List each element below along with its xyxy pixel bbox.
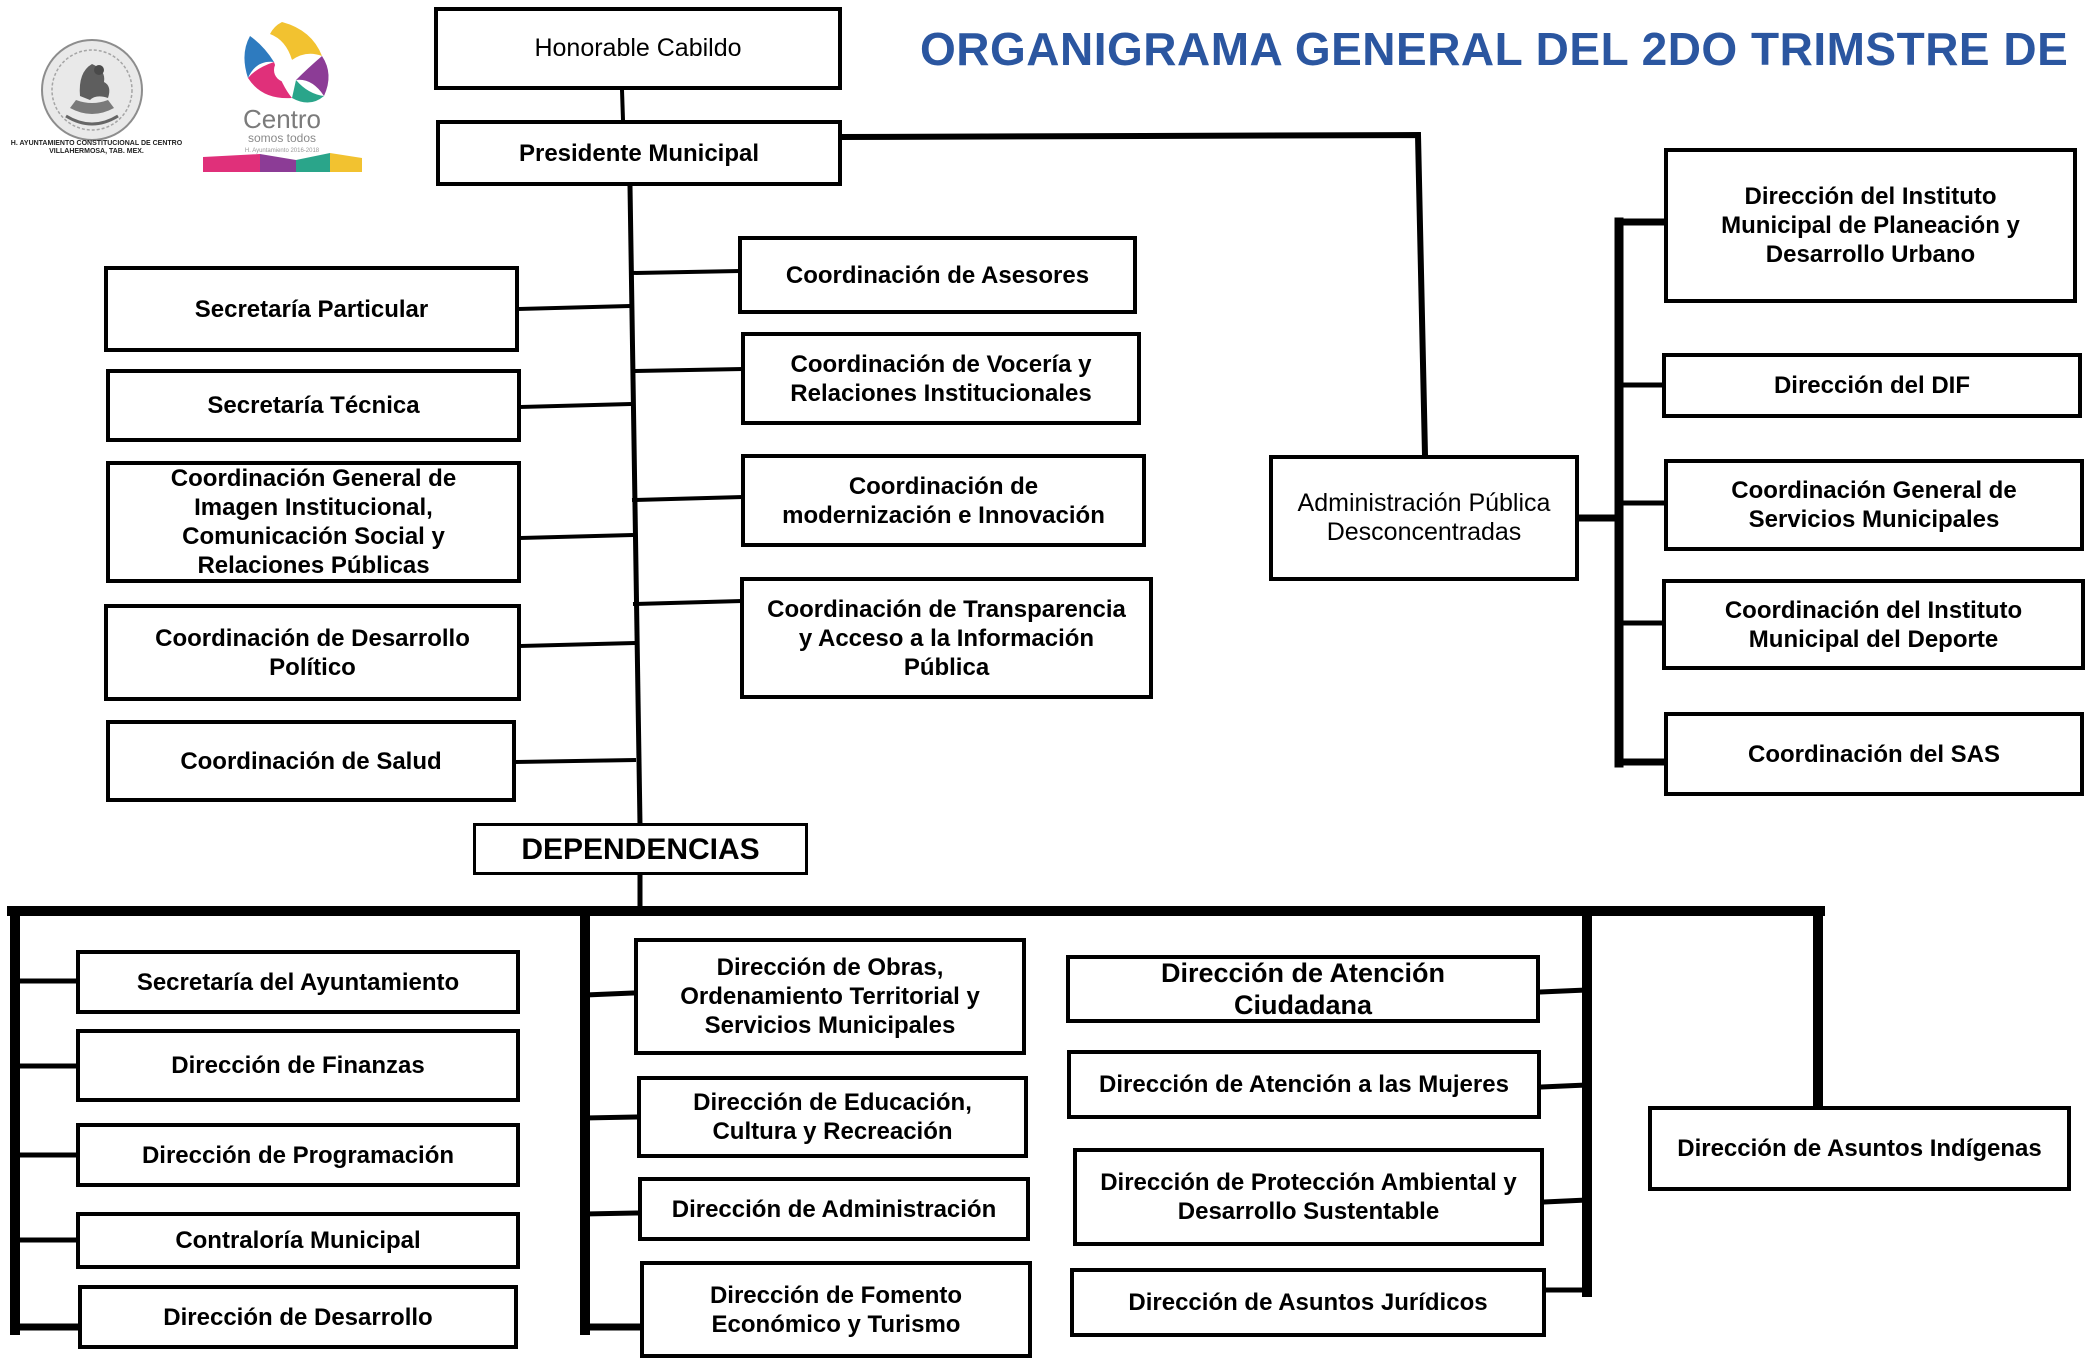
connector-g2-2 [582, 1114, 640, 1121]
node-coord-modernizacion: Coordinación de modernización e Innovaci… [741, 454, 1146, 547]
node-label: Secretaría del Ayuntamiento [136, 968, 460, 996]
node-coord-sas: Coordinación del SAS [1664, 712, 2084, 796]
node-direccion-educacion: Dirección de Educación, Cultura y Recrea… [637, 1076, 1028, 1158]
connector-left-5 [513, 757, 637, 765]
node-direccion-administracion: Dirección de Administración [638, 1177, 1030, 1241]
node-coord-instituto-deporte: Coordinación del Instituto Municipal del… [1662, 579, 2085, 670]
node-label: Presidente Municipal [518, 139, 760, 167]
node-direccion-obras: Dirección de Obras, Ordenamiento Territo… [634, 938, 1026, 1055]
connector-center-3 [631, 494, 744, 503]
node-coord-transparencia: Coordinación de Transparencia y Acceso a… [740, 577, 1153, 699]
node-label: Dirección de Atención Ciudadana [1160, 958, 1446, 1020]
connector-main-trunk [627, 183, 643, 828]
node-label: Coordinación de Desarrollo Político [155, 624, 470, 681]
node-label: Dirección de Educación, Cultura y Recrea… [693, 1089, 972, 1145]
node-coord-imagen-institucional: Coordinación General de Imagen Instituci… [106, 461, 521, 583]
node-secretaria-particular: Secretaría Particular [104, 266, 519, 352]
node-label: Secretaría Técnica [207, 392, 420, 419]
node-dependencias: DEPENDENCIAS [473, 823, 808, 875]
node-label: Contraloría Municipal [175, 1227, 421, 1254]
logo-period: H. Ayuntamiento 2016-2018 [245, 148, 320, 154]
node-label: Dirección de Protección Ambiental y Desa… [1100, 1169, 1517, 1225]
connector-left-1 [516, 303, 631, 312]
connector-g3-1 [1537, 987, 1590, 995]
node-direccion-asuntos-indigenas: Dirección de Asuntos Indígenas [1648, 1106, 2071, 1191]
node-direccion-finanzas: Dirección de Finanzas [76, 1029, 520, 1102]
node-direccion-atencion-ciudadana: Dirección de Atención Ciudadana [1066, 955, 1540, 1023]
node-label: Dirección de Desarrollo [163, 1303, 433, 1331]
connector-left-4 [518, 640, 636, 649]
node-label: Secretaría Particular [194, 295, 429, 323]
logo-tagline: somos todos [248, 131, 316, 145]
connector-left-3 [518, 532, 634, 541]
node-contraloria-municipal: Contraloría Municipal [76, 1212, 520, 1269]
node-label: Coordinación de Salud [180, 747, 442, 775]
node-coord-voceria: Coordinación de Vocería y Relaciones Ins… [741, 332, 1141, 425]
node-coord-desarrollo-politico: Coordinación de Desarrollo Político [104, 604, 521, 701]
logo-brand-name: Centro [243, 104, 321, 134]
connector-g3-2 [1538, 1082, 1590, 1090]
node-direccion-atencion-mujeres: Dirección de Atención a las Mujeres [1067, 1050, 1541, 1119]
node-secretaria-tecnica: Secretaría Técnica [106, 369, 521, 442]
connector-center-1 [629, 268, 741, 276]
page-title: ORGANIGRAMA GENERAL DEL 2DO TRIMSTRE DE [920, 23, 2069, 75]
node-label: Coordinación de Vocería y Relaciones Ins… [790, 350, 1092, 407]
node-direccion-implan: Dirección del Instituto Municipal de Pla… [1664, 148, 2077, 303]
node-label: Dirección de Programación [141, 1141, 455, 1169]
connector-center-2 [630, 366, 744, 374]
node-direccion-desarrollo: Dirección de Desarrollo [78, 1285, 518, 1349]
node-coord-salud: Coordinación de Salud [106, 720, 516, 802]
node-label: Dirección del DIF [1773, 372, 1971, 399]
node-administracion-desconcentradas: Administración Pública Desconcentradas [1269, 455, 1579, 581]
node-label: Coordinación de modernización e Innovaci… [782, 472, 1105, 529]
node-direccion-dif: Dirección del DIF [1662, 353, 2082, 418]
node-label: Honorable Cabildo [534, 34, 742, 62]
node-coord-asesores: Coordinación de Asesores [738, 236, 1137, 314]
node-secretaria-ayuntamiento: Secretaría del Ayuntamiento [76, 950, 520, 1014]
centro-logo-icon: Centro somos todos H. Ayuntamiento 2016-… [203, 22, 362, 172]
seal-caption: H. AYUNTAMIENTO CONSTITUCIONAL DE CENTRO… [10, 140, 183, 155]
connector-g2-3 [582, 1210, 641, 1217]
node-label: Dirección de Administración [671, 1195, 997, 1223]
connector-cabildo-presidente [619, 87, 626, 123]
node-label: Coordinación del SAS [1747, 740, 2001, 768]
connector-left-2 [518, 401, 632, 410]
node-label: Dirección de Asuntos Jurídicos [1128, 1289, 1488, 1316]
node-direccion-asuntos-juridicos: Dirección de Asuntos Jurídicos [1070, 1268, 1546, 1337]
node-label: Coordinación del Instituto Municipal del… [1724, 596, 2023, 653]
node-direccion-programacion: Dirección de Programación [76, 1123, 520, 1187]
node-direccion-fomento-economico: Dirección de Fomento Económico y Turismo [640, 1261, 1032, 1358]
node-label: Dirección del Instituto Municipal de Pla… [1721, 183, 2020, 268]
node-label: Dirección de Asuntos Indígenas [1677, 1135, 2042, 1162]
connector-center-4 [632, 598, 743, 607]
node-label: Administración Pública Desconcentradas [1297, 489, 1551, 546]
node-label: Coordinación General de Imagen Instituci… [170, 465, 457, 579]
node-label: Coordinación General de Servicios Munici… [1731, 477, 2017, 533]
node-label: Coordinación de Transparencia y Acceso a… [767, 595, 1126, 681]
connector-g3-3 [1541, 1197, 1590, 1205]
node-label: Dirección de Fomento Económico y Turismo [709, 1281, 963, 1338]
coat-of-arms-icon [41, 39, 143, 141]
node-label: Dirección de Obras, Ordenamiento Territo… [680, 954, 980, 1039]
node-coord-servicios-municipales: Coordinación General de Servicios Munici… [1664, 459, 2084, 551]
connector-g2-1 [582, 990, 637, 998]
node-label: Dirección de Atención a las Mujeres [1099, 1071, 1509, 1098]
node-presidente-municipal: Presidente Municipal [436, 120, 842, 186]
node-direccion-proteccion-ambiental: Dirección de Protección Ambiental y Desa… [1073, 1148, 1544, 1246]
connector-presidente-desconcentradas [838, 131, 1429, 459]
node-label: DEPENDENCIAS [521, 832, 760, 866]
node-label: Coordinación de Asesores [785, 261, 1090, 289]
node-honorable-cabildo: Honorable Cabildo [434, 7, 842, 90]
node-label: Dirección de Finanzas [171, 1052, 425, 1079]
